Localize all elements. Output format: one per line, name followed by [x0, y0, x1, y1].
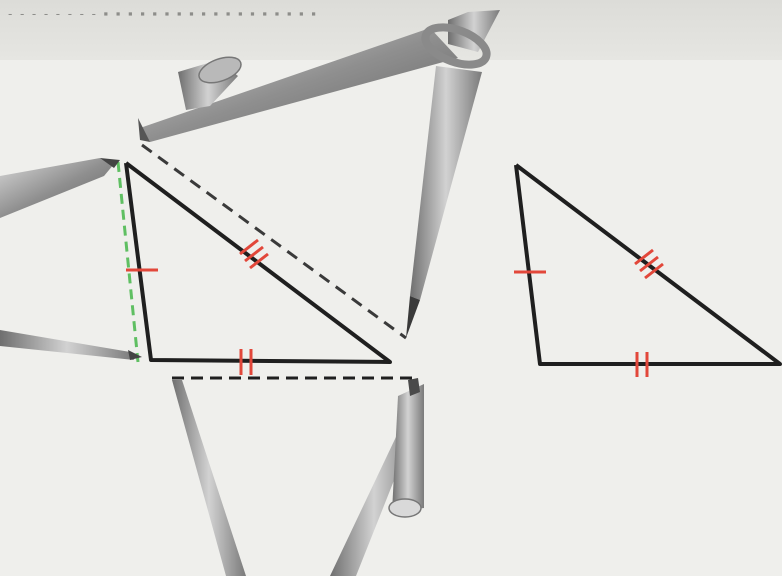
left-hypotenuse-ticks: [239, 238, 269, 270]
green-dashed-arc: [116, 161, 140, 363]
right-hypotenuse-ticks: [634, 248, 664, 280]
left-bottom-side-ticks: [239, 349, 253, 375]
left-triangle: [124, 161, 392, 375]
compass-top-pencil-leg: [410, 66, 482, 300]
pencil-left-bottom: [0, 330, 142, 360]
right-triangle: [514, 163, 782, 377]
dashed-arc-hypotenuse: [141, 143, 407, 340]
compass-bottom-pencil-tip: [408, 378, 420, 396]
right-bottom-side-ticks: [635, 352, 649, 377]
compass-top-hinge-ring: [421, 23, 491, 69]
compass-top-hinge-rod: [448, 10, 500, 52]
compass-bottom-needle-leg: [172, 380, 246, 576]
paper: [0, 60, 782, 576]
compass-top-needle-leg: [140, 28, 458, 142]
compass-top: [138, 10, 500, 338]
compass-top-needle-tip: [138, 118, 150, 142]
compass-bottom-holder: [392, 384, 424, 512]
compass-top-pencil-tip: [406, 296, 420, 338]
header-text: - - - - - - - - ▪ ▪ ▪ ▪ ▪ ▪ ▪ ▪ ▪ ▪ ▪ ▪ …: [8, 6, 318, 21]
compass-bottom: [172, 378, 424, 576]
pencil-left-top: [0, 158, 120, 218]
